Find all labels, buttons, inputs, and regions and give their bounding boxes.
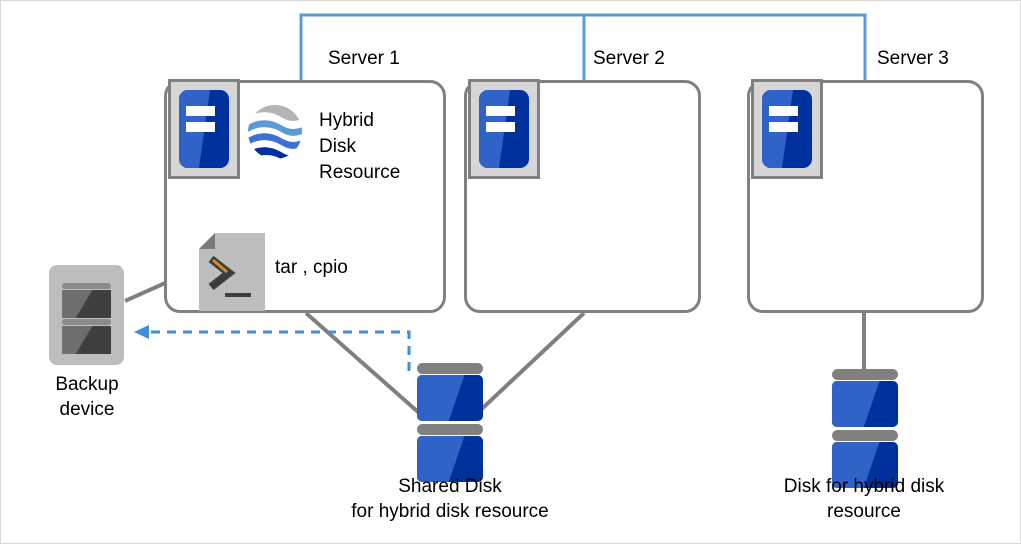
backup-device-label-line2: device	[59, 399, 115, 420]
script-label: tar , cpio	[275, 257, 348, 278]
backup-device-cap	[62, 283, 111, 289]
disk-drum	[832, 381, 898, 427]
hybrid-disk-resource-label-line1: Hybrid	[319, 110, 374, 131]
server-icon-body	[179, 90, 229, 168]
server-icon-bar	[186, 121, 215, 133]
shared-disk-label-line2: for hybrid disk resource	[351, 501, 549, 522]
disk-cap	[832, 369, 898, 380]
backup-device-cap	[62, 319, 111, 325]
local-disk-label-line1: Disk for hybrid disk	[783, 476, 945, 497]
backup-device-plate	[62, 326, 111, 354]
backup-device-icon	[49, 265, 124, 365]
link-server1-shared-disk	[304, 311, 428, 421]
hybrid-disk-globe-icon	[247, 104, 303, 160]
shared-disk-label-line1: Shared Disk	[398, 476, 502, 497]
server-icon-body	[479, 90, 529, 168]
disk-cap	[417, 363, 483, 374]
server3-computer-icon	[751, 79, 823, 179]
server1-computer-icon	[168, 79, 240, 179]
local-disk-icon	[832, 369, 898, 488]
disk-cap	[417, 424, 483, 435]
disk-drum	[832, 442, 898, 488]
server3-label: Server 3	[877, 48, 949, 69]
server-icon-body	[762, 90, 812, 168]
link-server2-shared-disk	[469, 311, 586, 421]
server1-label: Server 1	[328, 48, 400, 69]
backup-device-plate	[62, 290, 111, 318]
hybrid-disk-resource-label-line2: Disk	[319, 136, 356, 157]
server-icon-bar	[769, 121, 798, 133]
server-icon-bar	[769, 105, 798, 116]
backup-device-label-line1: Backup	[55, 374, 119, 395]
server2-computer-icon	[468, 79, 540, 179]
server2-label: Server 2	[593, 48, 665, 69]
server-icon-bar	[486, 121, 515, 133]
hybrid-disk-resource-label-line3: Resource	[319, 162, 401, 183]
disk-drum	[417, 375, 483, 421]
disk-drum	[417, 436, 483, 482]
local-disk-label-line2: resource	[827, 501, 901, 522]
disk-cap	[832, 430, 898, 441]
shared-disk-icon	[417, 363, 483, 482]
server-icon-bar	[486, 105, 515, 116]
script-terminal-icon	[199, 233, 265, 311]
backup-flow-arrow	[134, 325, 411, 371]
server-icon-bar	[186, 105, 215, 116]
